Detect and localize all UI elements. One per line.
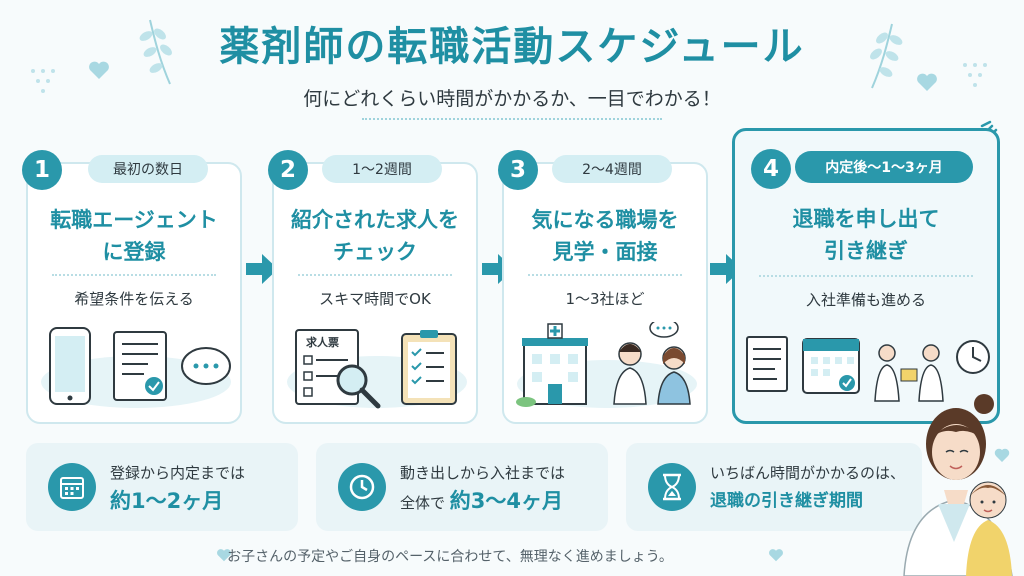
step-divider bbox=[528, 274, 682, 276]
step-card-3: 3 2～4週間 気になる職場を見学・面接 1～3社ほど bbox=[498, 150, 708, 424]
footer-note: お子さんの予定やご自身のペースに合わせて、無理なく進めましょう。 bbox=[227, 549, 673, 565]
summary-box-longest: いちばん時間がかかるのは、 退職の引き継ぎ期間 bbox=[626, 443, 922, 531]
step-description: 希望条件を伝える bbox=[74, 290, 194, 308]
step-divider bbox=[759, 275, 973, 277]
summary-text: いちばん時間がかかるのは、 退職の引き継ぎ期間 bbox=[710, 464, 906, 511]
page-subtitle: 何にどれくらい時間がかかるか、一目でわかる！ bbox=[303, 88, 721, 110]
subtitle-divider bbox=[362, 118, 662, 120]
job-listing-label: 求人票 bbox=[306, 335, 339, 349]
step-description: 入社準備も進める bbox=[805, 291, 926, 309]
heart-icon bbox=[217, 549, 231, 562]
dots-decoration bbox=[963, 63, 987, 87]
step-number: 4 bbox=[751, 149, 791, 189]
step-number: 1 bbox=[22, 150, 62, 190]
step-title: 退職を申し出て引き継ぎ bbox=[792, 207, 940, 263]
summary-box-total: 動き出しから入社までは 全体で 約3～4ヶ月 bbox=[316, 443, 608, 531]
calendar-icon bbox=[48, 463, 96, 511]
summary-text: 動き出しから入社までは 全体で 約3～4ヶ月 bbox=[400, 464, 566, 513]
step-title: 気になる職場を見学・面接 bbox=[531, 208, 679, 264]
step-period: 内定後～1～3ヶ月 bbox=[795, 151, 973, 183]
smartphone-document-chat-illustration bbox=[41, 327, 231, 408]
step-period: 2～4週間 bbox=[552, 155, 672, 183]
heart-icon bbox=[769, 549, 783, 562]
step-description: 1～3社ほど bbox=[565, 290, 645, 308]
step-number: 3 bbox=[498, 150, 538, 190]
heart-icon bbox=[917, 73, 937, 91]
step-title: 転職エージェントに登録 bbox=[50, 208, 218, 264]
pharmacy-interview-illustration bbox=[516, 322, 697, 408]
step-divider bbox=[52, 274, 216, 276]
step-title: 紹介された求人をチェック bbox=[291, 208, 459, 264]
step-number: 2 bbox=[268, 150, 308, 190]
step-card-4: 4 内定後～1～3ヶ月 退職を申し出て引き継ぎ 入社準備も進める bbox=[732, 128, 1000, 424]
summary-text: 登録から内定までは 約1～2ヶ月 bbox=[110, 464, 246, 513]
step-card-1: 1 最初の数日 転職エージェントに登録 希望条件を伝える bbox=[22, 150, 242, 424]
clock-icon bbox=[338, 463, 386, 511]
summary-box-registration: 登録から内定までは 約1～2ヶ月 bbox=[26, 443, 298, 531]
page-title: 薬剤師の転職活動スケジュール bbox=[219, 24, 805, 70]
step-divider bbox=[298, 274, 452, 276]
dots-decoration bbox=[31, 69, 55, 93]
leaf-sprig-icon bbox=[870, 23, 903, 89]
step-period: 1～2週間 bbox=[322, 155, 442, 183]
heart-icon bbox=[89, 61, 109, 79]
arrow-right-icon bbox=[246, 254, 278, 284]
step-period: 最初の数日 bbox=[88, 155, 208, 183]
job-listing-magnifier-checklist-illustration: 求人票 bbox=[287, 329, 467, 409]
step-card-2: 2 1～2週間 紹介された求人をチェック スキマ時間でOK 求人票 bbox=[268, 150, 478, 424]
step-description: スキマ時間でOK bbox=[319, 290, 431, 308]
hourglass-icon bbox=[648, 463, 696, 511]
document-calendar-handover-clock-illustration bbox=[746, 336, 990, 402]
leaf-sprig-icon bbox=[139, 19, 172, 85]
pharmacist-mother-with-child-illustration bbox=[903, 394, 1013, 576]
